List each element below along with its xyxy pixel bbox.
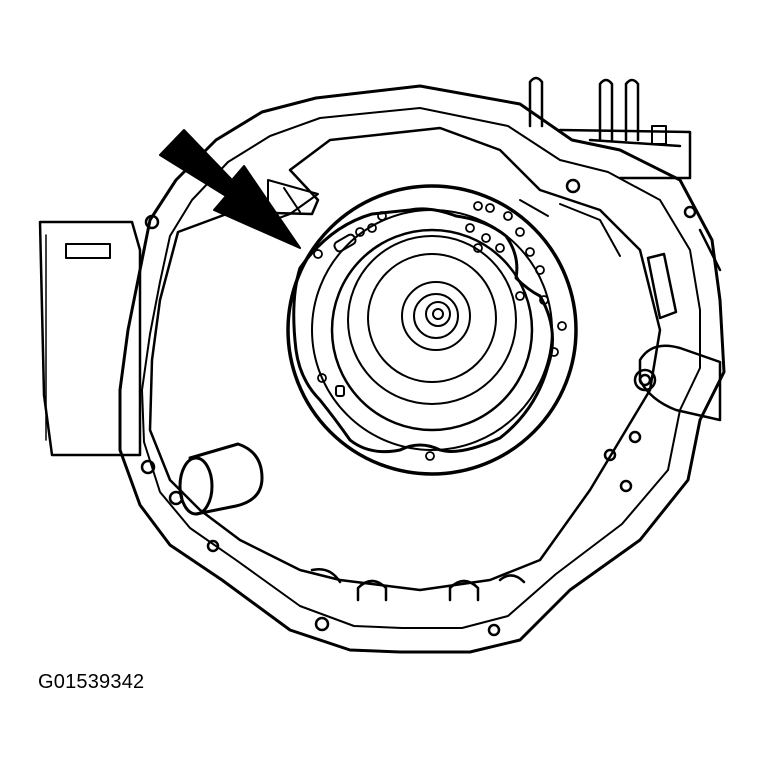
figure-id-label: G01539342	[38, 671, 145, 693]
left-bracket	[38, 220, 142, 457]
flange-bolt-holes	[140, 178, 697, 637]
pointer-arrow	[159, 129, 301, 249]
converter-assembly	[286, 184, 578, 476]
gasket-tab	[333, 233, 357, 397]
left-boss	[178, 442, 264, 516]
gasket	[292, 207, 554, 454]
converter-holes	[313, 201, 567, 461]
top-right-tubes	[528, 76, 692, 180]
bottom-bosses	[310, 568, 526, 602]
right-bracket	[633, 228, 722, 422]
